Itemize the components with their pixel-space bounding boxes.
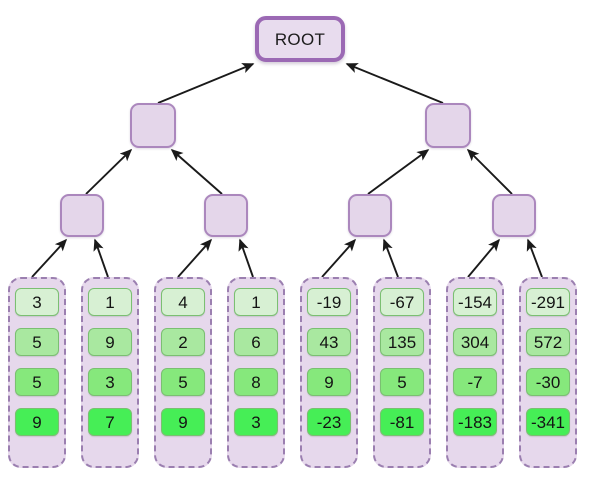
leaf-cell[interactable]: 9: [15, 408, 59, 436]
internal-node-l1-1[interactable]: [425, 103, 471, 148]
edge-leaf-7-to-l2-3: [526, 238, 543, 278]
edge-leaf-1-to-l2-0: [93, 238, 109, 278]
internal-node-l2-1[interactable]: [204, 194, 248, 237]
leaf-cell[interactable]: -81: [380, 408, 424, 436]
leaf-cell[interactable]: 5: [161, 368, 205, 396]
edge-leaf-6-to-l2-3: [467, 238, 500, 278]
edge-leaf-5-to-l2-2: [382, 238, 399, 278]
root-node-label: ROOT: [274, 29, 326, 49]
leaf-group-0: 3 5 5 9: [8, 277, 66, 468]
edge-leaf-2-to-l2-1: [177, 238, 213, 278]
leaf-cell[interactable]: -23: [307, 408, 351, 436]
leaf-cell[interactable]: 6: [234, 328, 278, 356]
leaf-cell[interactable]: 4: [161, 288, 205, 316]
internal-node-l2-2[interactable]: [348, 194, 392, 237]
leaf-cell[interactable]: 5: [15, 368, 59, 396]
leaf-cell[interactable]: 9: [307, 368, 351, 396]
edges-group: [31, 63, 543, 278]
edge-l1-1-to-root: [345, 63, 444, 104]
leaf-cell[interactable]: 7: [88, 408, 132, 436]
leaf-cell[interactable]: -291: [526, 288, 570, 316]
root-node[interactable]: ROOT: [255, 16, 345, 62]
internal-node-l1-0[interactable]: [130, 103, 176, 148]
leaf-group-2: 4 2 5 9: [154, 277, 212, 468]
leaf-cell[interactable]: -154: [453, 288, 497, 316]
leaf-cell[interactable]: 2: [161, 328, 205, 356]
leaf-cell[interactable]: -19: [307, 288, 351, 316]
internal-node-l2-3[interactable]: [492, 194, 536, 237]
leaf-cell[interactable]: 5: [15, 328, 59, 356]
edge-leaf-3-to-l2-1: [238, 238, 254, 278]
edge-leaf-0-to-l2-0: [31, 238, 68, 278]
edge-leaf-4-to-l2-2: [321, 238, 357, 278]
edge-l2-2-to-l1-1: [367, 149, 430, 195]
leaf-cell[interactable]: 43: [307, 328, 351, 356]
leaf-cell[interactable]: -30: [526, 368, 570, 396]
edge-l2-0-to-l1-0: [85, 148, 133, 195]
leaf-cell[interactable]: -67: [380, 288, 424, 316]
leaf-group-7: -291 572 -30 -341: [519, 277, 577, 468]
leaf-cell[interactable]: -183: [453, 408, 497, 436]
leaf-group-5: -67 135 5 -81: [373, 277, 431, 468]
leaf-cell[interactable]: -7: [453, 368, 497, 396]
leaf-cell[interactable]: 3: [88, 368, 132, 396]
edge-l2-3-to-l1-1: [466, 148, 513, 195]
leaf-cell[interactable]: 135: [380, 328, 424, 356]
leaf-cell[interactable]: 1: [88, 288, 132, 316]
leaf-cell[interactable]: -341: [526, 408, 570, 436]
edge-l1-0-to-root: [157, 63, 255, 104]
leaf-cell[interactable]: 5: [380, 368, 424, 396]
leaf-cell[interactable]: 8: [234, 368, 278, 396]
leaf-cell[interactable]: 3: [234, 408, 278, 436]
edge-l2-1-to-l1-0: [170, 148, 223, 195]
leaf-cell[interactable]: 572: [526, 328, 570, 356]
leaf-cell[interactable]: 9: [88, 328, 132, 356]
leaf-cell[interactable]: 3: [15, 288, 59, 316]
leaf-cell[interactable]: 1: [234, 288, 278, 316]
leaf-group-6: -154 304 -7 -183: [446, 277, 504, 468]
internal-node-l2-0[interactable]: [60, 194, 104, 237]
leaf-cell[interactable]: 304: [453, 328, 497, 356]
leaf-group-4: -19 43 9 -23: [300, 277, 358, 468]
leaf-cell[interactable]: 9: [161, 408, 205, 436]
